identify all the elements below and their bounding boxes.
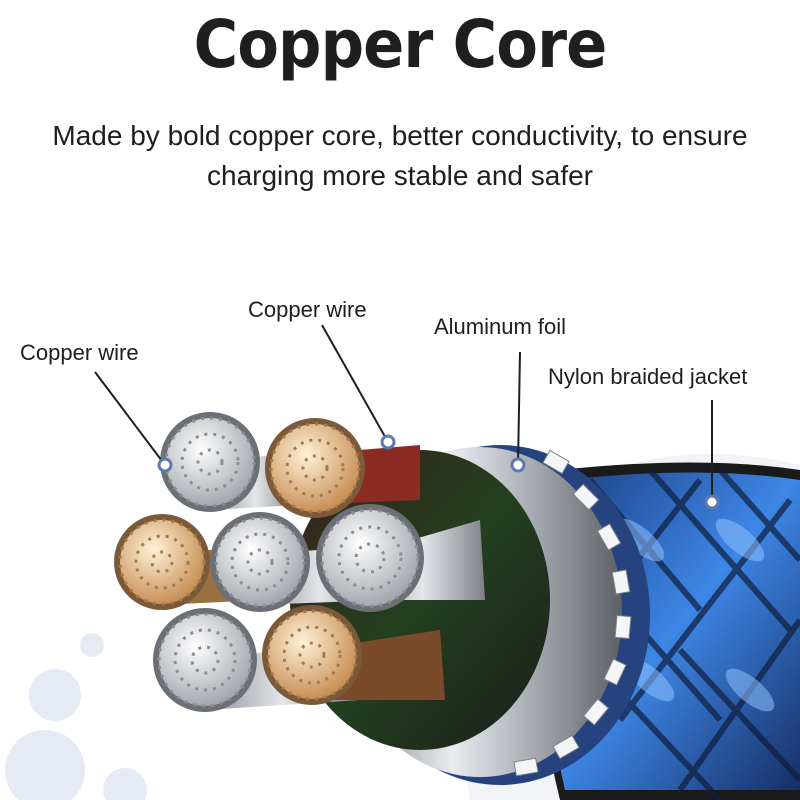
copper-conductor: [114, 514, 210, 610]
silver-conductor: [316, 504, 424, 612]
callout-copper-wire-top: Copper wire: [248, 297, 367, 322]
subtitle-line-2: charging more stable and safer: [207, 160, 593, 191]
copper-conductor: [262, 605, 362, 705]
page-title: Copper Core: [193, 6, 608, 83]
silver-conductor: [160, 412, 260, 512]
callout-nylon-braided-jacket: Nylon braided jacket: [548, 364, 748, 389]
subtitle: Made by bold copper core, better conduct…: [0, 116, 800, 196]
silver-conductor: [210, 512, 310, 612]
callout-copper-wire-left: Copper wire: [20, 340, 139, 365]
subtitle-line-1: Made by bold copper core, better conduct…: [52, 120, 748, 151]
callout-lines: [94, 324, 713, 502]
background-bubbles: [5, 633, 147, 800]
callout-dots: [157, 434, 720, 510]
conductor-bundle: [114, 412, 424, 712]
silver-conductor: [153, 608, 257, 712]
copper-conductor: [265, 418, 365, 518]
callout-aluminum-foil: Aluminum foil: [434, 314, 567, 339]
